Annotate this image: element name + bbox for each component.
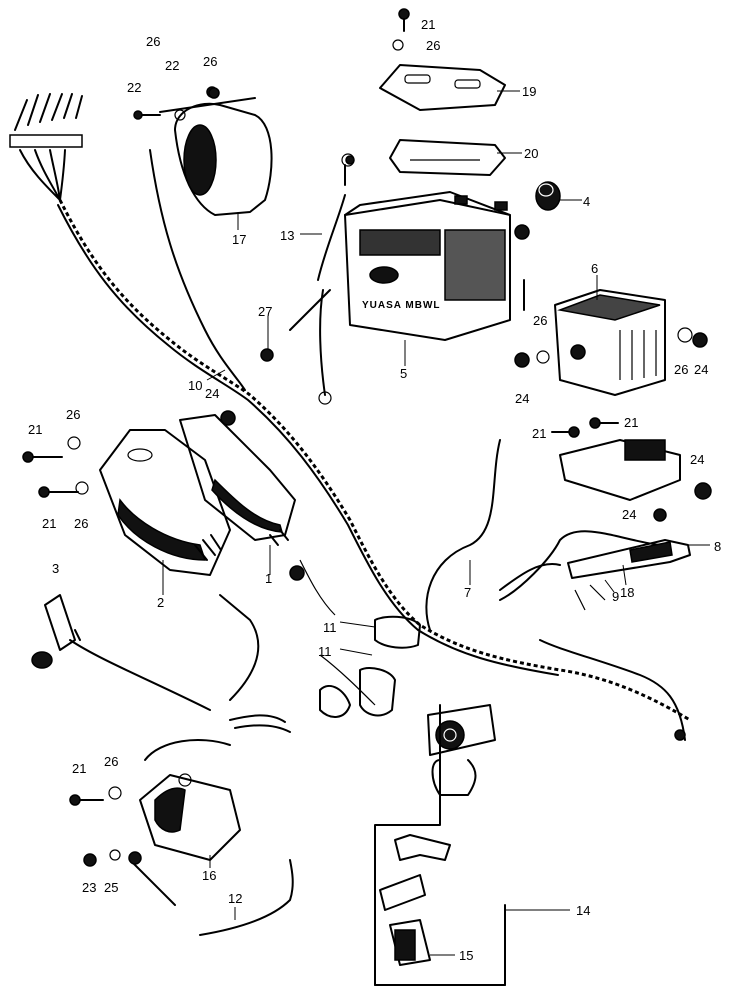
callout-24-bracket: 24 — [690, 452, 704, 467]
fuse-holder — [499, 539, 691, 611]
callout-21-right-a: 21 — [532, 426, 546, 441]
callout-11-upper: 11 — [323, 620, 337, 635]
callout-26-left-upper: 26 — [66, 407, 80, 422]
callout-11-lower: 11 — [318, 644, 332, 659]
callout-26-left-lower: 26 — [74, 516, 88, 531]
connector-bundle — [9, 93, 83, 201]
callout-15: 15 — [459, 948, 473, 963]
callout-19: 19 — [522, 84, 536, 99]
callout-18: 18 — [620, 585, 634, 600]
callout-21-right-b: 21 — [624, 415, 638, 430]
callout-26-top: 26 — [426, 38, 440, 53]
callout-24-harness: 24 — [205, 386, 219, 401]
callout-1: 1 — [265, 571, 272, 586]
battery-holder — [379, 64, 506, 111]
callout-6: 6 — [591, 261, 598, 276]
callout-24-rectifier: 24 — [515, 391, 529, 406]
callout-12: 12 — [228, 891, 242, 906]
callout-13: 13 — [280, 228, 294, 243]
coil-lead — [128, 851, 176, 906]
callout-21-left-lower: 21 — [42, 516, 56, 531]
callout-8: 8 — [714, 539, 721, 554]
callout-20: 20 — [524, 146, 538, 161]
callout-26-rectifier: 26 — [533, 313, 547, 328]
terminal-cap — [535, 181, 561, 211]
callout-26-horn-left: 26 — [146, 34, 160, 49]
callout-17: 17 — [232, 232, 246, 247]
spark-plug-cap — [31, 594, 211, 711]
callout-23: 23 — [82, 880, 96, 895]
leader-lines — [162, 90, 710, 956]
callout-3: 3 — [52, 561, 59, 576]
callout-22-left: 22 — [127, 80, 141, 95]
rectifier — [554, 289, 666, 396]
callout-10: 10 — [188, 378, 202, 393]
ignition-coil — [139, 714, 291, 861]
callout-16: 16 — [202, 868, 216, 883]
callout-9: 9 — [612, 589, 619, 604]
callout-22-right: 22 — [165, 58, 179, 73]
callout-2: 2 — [157, 595, 164, 610]
callout-24-bracket-lower: 24 — [622, 507, 636, 522]
battery-brand-label: YUASA MBWL — [362, 300, 441, 311]
callout-26-coil: 26 — [104, 754, 118, 769]
horn — [159, 86, 273, 216]
mounting-bracket — [559, 439, 712, 522]
callout-21-coil: 21 — [72, 761, 86, 776]
callout-25: 25 — [104, 880, 118, 895]
callout-24-right: 24 — [694, 362, 708, 377]
ht-lead — [219, 594, 260, 701]
callout-26-right: 26 — [674, 362, 688, 377]
callout-labels: 1 2 3 4 6 5 7 8 9 10 11 11 12 13 14 15 1… — [28, 17, 721, 963]
battery: YUASA MBWL — [344, 191, 511, 341]
callout-21-top: 21 — [421, 17, 435, 32]
callout-14: 14 — [576, 903, 590, 918]
callout-27: 27 — [258, 304, 272, 319]
callout-7: 7 — [464, 585, 471, 600]
fasteners — [22, 8, 708, 867]
starter-relay — [179, 414, 296, 546]
main-wire-harness — [57, 149, 691, 741]
callout-5: 5 — [400, 366, 407, 381]
ignition-switch-assembly — [374, 704, 506, 986]
battery-pad — [389, 139, 506, 176]
condenser — [319, 615, 421, 718]
callout-26-horn-right: 26 — [203, 54, 217, 69]
battery-cables — [289, 153, 355, 405]
callout-4: 4 — [583, 194, 590, 209]
callout-21-left-upper: 21 — [28, 422, 42, 437]
coil-wire — [199, 859, 294, 936]
starter-motor — [99, 429, 231, 576]
